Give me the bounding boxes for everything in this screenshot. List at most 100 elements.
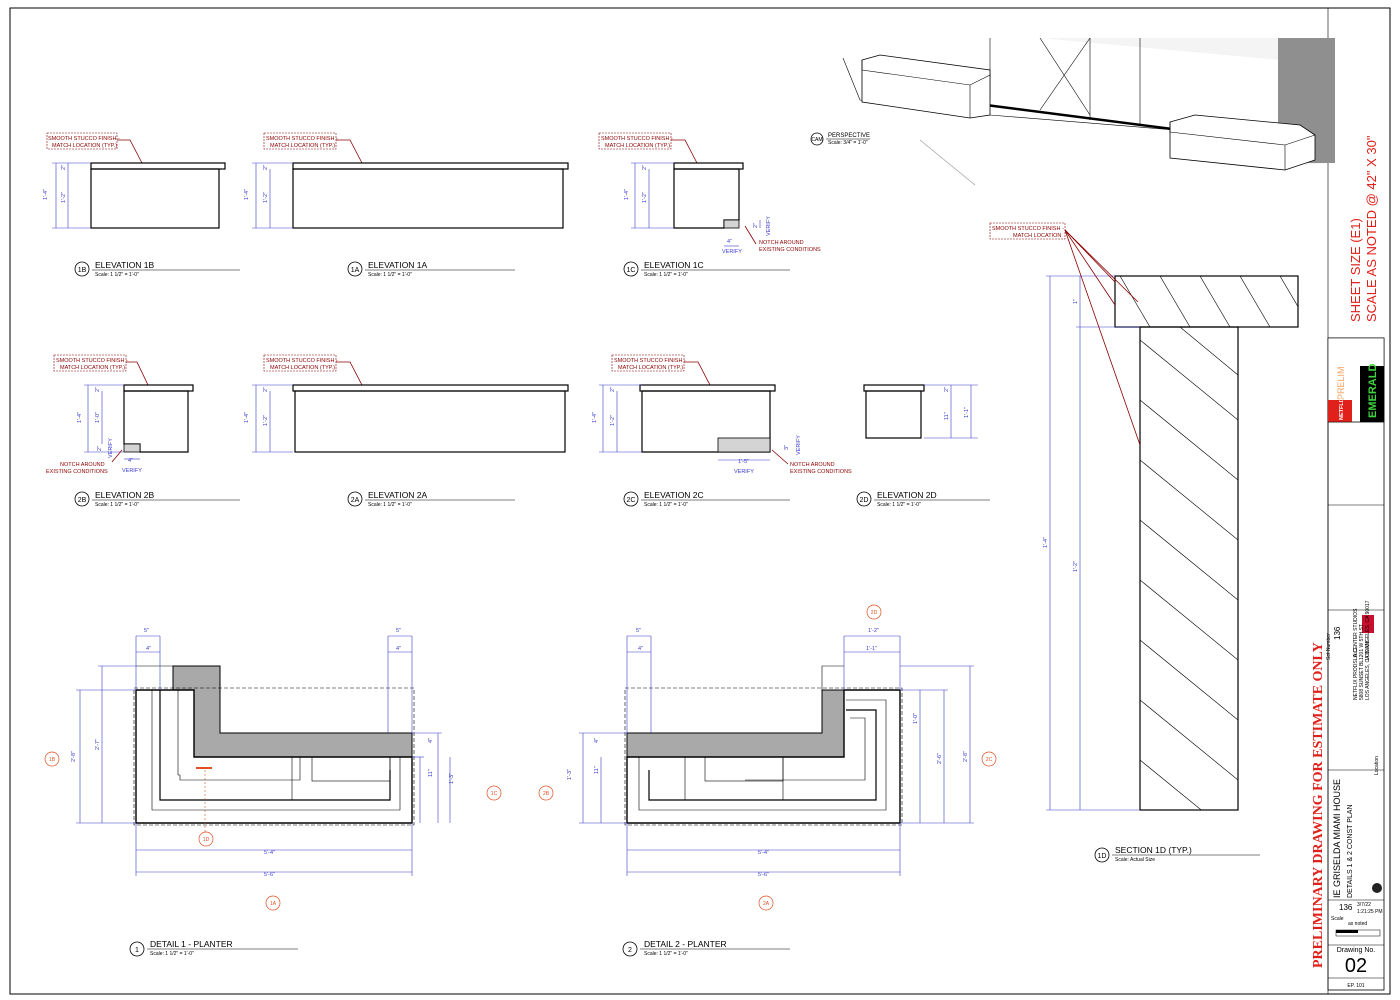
dim-height: 1'-2" [642, 192, 648, 203]
dim: 4" [428, 738, 434, 743]
view-scale: Scale: 1 1/2" = 1'-0" [644, 502, 688, 508]
view-title: ELEVATION 1C [644, 260, 704, 270]
scale-label: Scale [1331, 916, 1344, 922]
dim: 4" [638, 646, 643, 652]
view-bubble [129, 941, 145, 957]
match-note: MATCH LOCATION (TYP.) [60, 365, 125, 371]
dim-height: 11" [944, 412, 950, 420]
view-title: ELEVATION 2B [95, 490, 155, 500]
view-bubble [74, 261, 90, 277]
elevation-tag: 2C [986, 757, 993, 763]
dim: 5'-6" [758, 872, 769, 878]
view-bubble [347, 261, 363, 277]
view-bubble [1094, 847, 1110, 863]
dim: 1'-3" [449, 773, 455, 784]
notch-note: EXISTING CONDITIONS [46, 469, 108, 475]
view-scale: Scale: 1 1/2" = 1'-0" [644, 951, 688, 957]
elevation-1b: SMOOTH STUCCO FINISH - MATCH LOCATION (T… [43, 132, 240, 278]
scale-value: as noted [1348, 921, 1367, 927]
stucco-note: SMOOTH STUCCO FINISH - [614, 358, 686, 364]
view-title: ELEVATION 1B [95, 260, 155, 270]
elevation-tag: 2B [543, 791, 550, 797]
brand-emerald: EMERALD [1367, 364, 1379, 418]
dim: 5'-6" [264, 872, 275, 878]
elevation-tag: 2A [763, 901, 770, 907]
view-scale: Scale: 1 1/2" = 1'-0" [95, 272, 139, 278]
elevation-tag: 1B [49, 757, 56, 763]
dim: 5" [144, 628, 149, 634]
view-scale: Scale: Actual Size [1115, 857, 1155, 863]
sheet-time: 1:21:25 PM [1357, 909, 1383, 915]
dim-cap: 2" [610, 387, 616, 392]
dim-height: 1'-4" [43, 189, 49, 200]
view-id: 2C [627, 497, 636, 504]
dim-notch: 2" [97, 446, 103, 451]
sheet-id: EP. 101 [1347, 983, 1364, 989]
sheet-border [9, 7, 1391, 995]
dim-height: 1'-4" [244, 412, 250, 423]
set-number-footer: 136 [1339, 903, 1353, 912]
view-title: PERSPECTIVE [828, 133, 870, 139]
dim-cap: 2" [263, 165, 269, 170]
elevation-tag: 1C [491, 791, 498, 797]
dim: 1'-0" [913, 713, 919, 724]
view-id: 2D [860, 497, 869, 504]
sheet-size-note: SHEET SIZE (E1) [1348, 218, 1363, 322]
view-title: ELEVATION 1A [368, 260, 428, 270]
dim-cap: 2" [263, 387, 269, 392]
dim: 2'-8" [71, 751, 77, 762]
view-id: 1B [78, 267, 87, 274]
match-note: MATCH LOCATION [1013, 233, 1061, 239]
dim: 11" [428, 769, 434, 777]
view-bubble [74, 491, 90, 507]
view-id: 2B [78, 497, 87, 504]
dim: 1'-2" [868, 628, 879, 634]
dim: 11" [594, 766, 600, 774]
dim-cap: 2" [944, 387, 950, 392]
sheet-scale-note: SCALE AS NOTED @ 42" X 30" [1364, 135, 1379, 322]
view-bubble [623, 491, 639, 507]
dim-height: 1'-4" [244, 189, 250, 200]
view-title: DETAIL 1 - PLANTER [150, 939, 233, 949]
stucco-note: SMOOTH STUCCO FINISH - [992, 226, 1064, 232]
dim: 1" [1073, 299, 1079, 304]
stucco-note: SMOOTH STUCCO FINISH - [56, 358, 128, 364]
view-bubble [622, 941, 638, 957]
studio-line: LOS ANGELES, CA 90017 [1365, 600, 1371, 660]
dim-notch: 3" [784, 445, 790, 450]
view-id: 2 [628, 947, 632, 954]
preliminary-stamp: PRELIMINARY DRAWING FOR ESTIMATE ONLY [1311, 642, 1326, 968]
elevation-2d: 2" 11" 1'-1" 2D ELEVATION 2D Scale: 1 1/… [856, 384, 990, 508]
view-id: 1 [135, 947, 139, 954]
elevation-2c: SMOOTH STUCCO FINISH - MATCH LOCATION (T… [592, 354, 852, 508]
sheet-date: 3/7/22 [1357, 902, 1371, 908]
dim: 4" [396, 646, 401, 652]
verify-note: VERIFY [734, 469, 754, 475]
stucco-note: SMOOTH STUCCO FINISH - [48, 136, 120, 142]
match-note: MATCH LOCATION (TYP.) [270, 365, 335, 371]
notch-note: NOTCH AROUND [759, 240, 804, 246]
match-note: MATCH LOCATION (TYP.) [52, 143, 117, 149]
studio-line: 1201 W 5TH ST [1359, 624, 1365, 660]
project-title: IE GRISELDA MIAMI HOUSE [1332, 779, 1342, 898]
view-scale: Scale: 1 1/2" = 1'-0" [368, 272, 412, 278]
dim: 5" [636, 628, 641, 634]
notch-note: NOTCH AROUND [60, 462, 105, 468]
dim-height: 1'-0" [95, 412, 101, 423]
elevation-tag: 2D [871, 610, 878, 616]
location-label: Location [1374, 756, 1380, 775]
verify-note: VERIFY [722, 249, 742, 255]
match-note: MATCH LOCATION (TYP.) [270, 143, 335, 149]
elevation-2a: SMOOTH STUCCO FINISH - MATCH LOCATION (T… [244, 354, 569, 508]
dim-height: 1'-2" [263, 192, 269, 203]
drawing-number: 02 [1345, 955, 1367, 977]
dim: 1'-2" [1073, 561, 1079, 572]
detail-1-planter: 5" 4" 5" 4" 2'-8" 2'-7" 4" 11" 1'-3" 5'-… [44, 628, 502, 957]
view-scale: Scale: 1 1/2" = 1'-0" [877, 502, 921, 508]
elevation-tag: 1A [270, 901, 277, 907]
verify-note: VERIFY [108, 438, 114, 458]
view-scale: Scale: 1 1/2" = 1'-0" [95, 502, 139, 508]
dim-height: 1'-2" [610, 415, 616, 426]
dim: 5" [396, 628, 401, 634]
